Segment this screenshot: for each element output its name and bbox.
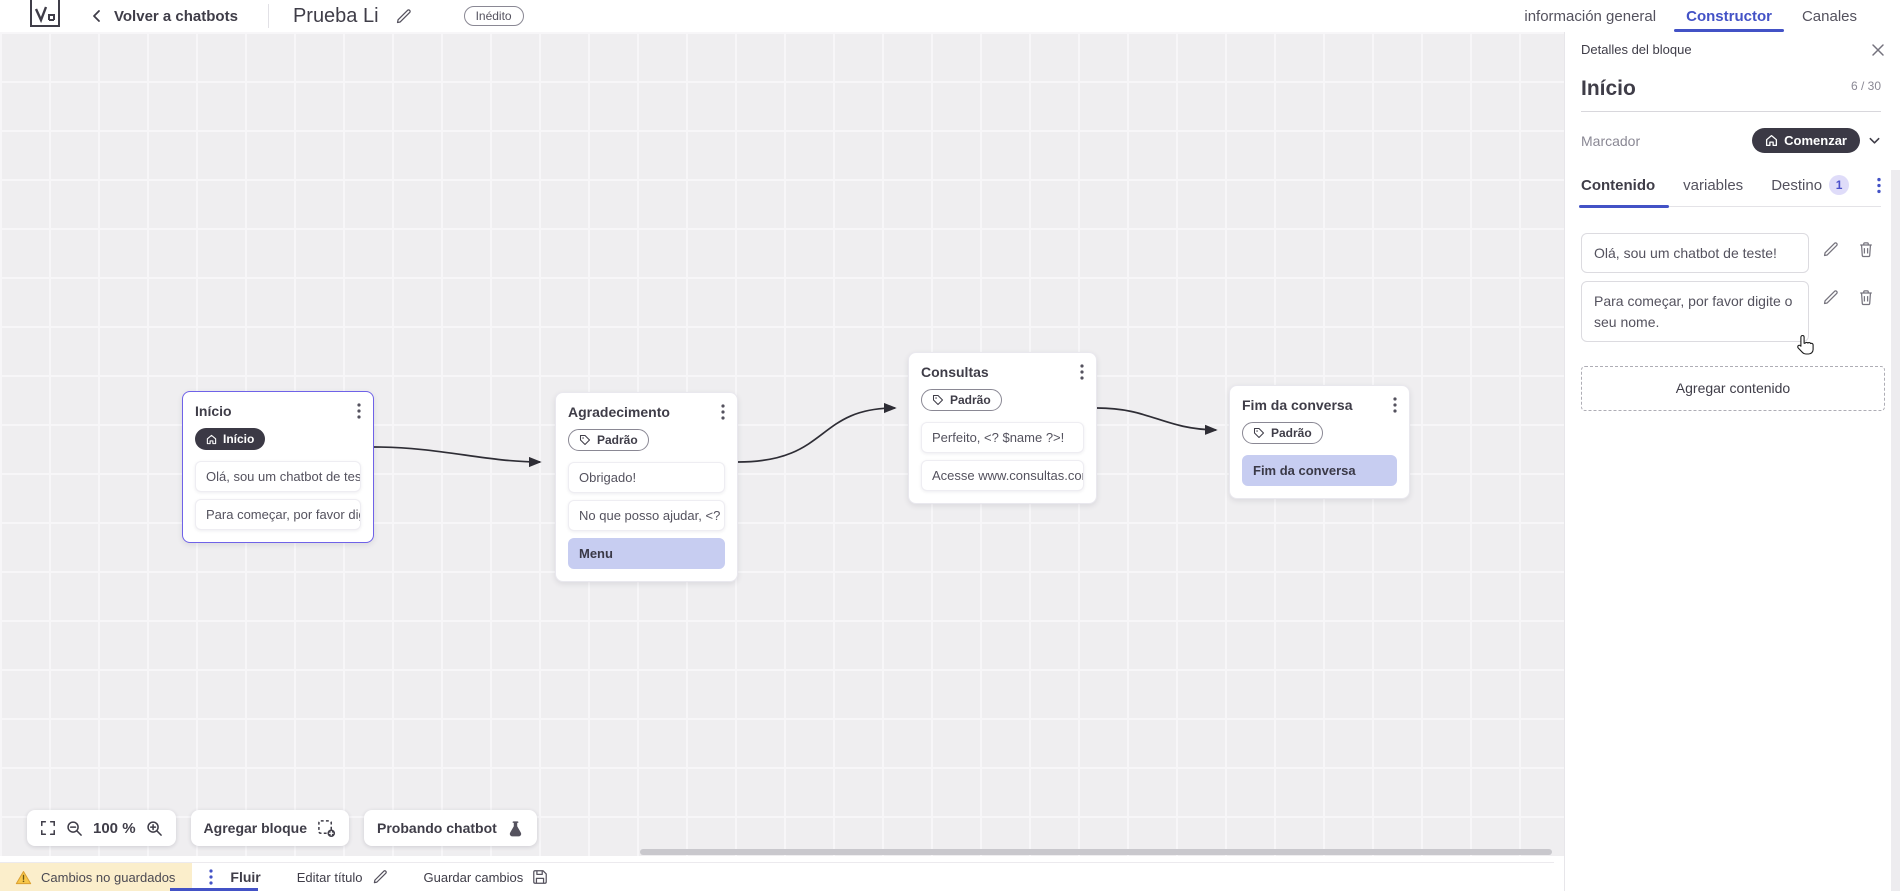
node-badge-default: Padrão <box>1242 422 1323 444</box>
node-menu-icon[interactable] <box>357 403 361 419</box>
active-tab-underline <box>1579 205 1669 208</box>
flow-canvas[interactable]: Início Início Olá, sou um chatbot de tes… <box>0 32 1564 856</box>
node-title: Fim da conversa <box>1242 397 1353 413</box>
tab-constructor[interactable]: Constructor <box>1674 0 1784 32</box>
node-title: Agradecimento <box>568 404 670 420</box>
bottom-bar: Cambios no guardados Fluir Editar título… <box>0 862 1554 891</box>
panel-title: Detalles del bloque <box>1581 42 1692 57</box>
content-list: Olá, sou um chatbot de teste! Para começ… <box>1581 233 1881 342</box>
node-badge-default: Padrão <box>568 429 649 451</box>
node-content-row[interactable]: Para começar, por favor digite o ... <box>195 499 361 530</box>
zoom-level: 100 % <box>93 819 136 837</box>
content-item: Para começar, por favor digite o seu nom… <box>1581 281 1881 342</box>
status-badge: Inédito <box>463 6 524 26</box>
flow-menu-icon[interactable] <box>209 869 214 885</box>
marker-row: Marcador Comenzar <box>1581 128 1881 153</box>
tab-contenido[interactable]: Contenido <box>1581 176 1656 194</box>
top-bar-left: Volver a chatbots Prueba Li Inédito <box>0 0 524 32</box>
back-label: Volver a chatbots <box>114 7 238 25</box>
close-icon[interactable] <box>1871 43 1885 57</box>
delete-content-icon[interactable] <box>1858 241 1874 258</box>
content-text[interactable]: Para começar, por favor digite o seu nom… <box>1581 281 1809 342</box>
zoom-out-icon[interactable] <box>66 820 83 837</box>
tag-icon <box>932 394 944 406</box>
chevron-left-icon <box>93 10 100 22</box>
node-content-row-menu[interactable]: Menu <box>568 538 725 569</box>
node-content-row[interactable]: No que posso ajudar, <? $name ... <box>568 500 725 531</box>
tag-icon <box>579 434 591 446</box>
chatbot-title: Prueba Li <box>292 4 379 27</box>
warning-icon <box>15 870 32 884</box>
node-content-row[interactable]: Perfeito, <? $name ?>! <box>921 422 1084 453</box>
block-details-panel: Detalles del bloque Início 6 / 30 Marcad… <box>1564 32 1901 891</box>
canvas-controls: 100 % Agregar bloque Probando chatbot <box>27 810 537 846</box>
active-flow-tab-underline <box>170 888 258 891</box>
test-chatbot-button[interactable]: Probando chatbot <box>364 810 537 846</box>
edit-content-icon[interactable] <box>1822 289 1839 306</box>
node-agradecimento[interactable]: Agradecimento Padrão Obrigado! No que po… <box>555 392 738 582</box>
unsaved-label: Cambios no guardados <box>41 869 176 885</box>
tab-fluir[interactable]: Fluir <box>230 869 261 885</box>
marker-select-button[interactable]: Comenzar <box>1752 128 1860 153</box>
node-title: Início <box>195 403 232 419</box>
flask-icon <box>509 820 521 836</box>
node-menu-icon[interactable] <box>1080 364 1084 380</box>
node-inicio[interactable]: Início Início Olá, sou um chatbot de tes… <box>182 391 374 543</box>
panel-tabs: Contenido variables Destino 1 <box>1579 169 1881 208</box>
add-content-button[interactable]: Agregar contenido <box>1581 365 1885 411</box>
node-content-row-end[interactable]: Fim da conversa <box>1242 455 1397 486</box>
tab-variables[interactable]: variables <box>1683 176 1744 194</box>
panel-body: Início 6 / 30 Marcador Comenzar Contenid… <box>1565 65 1901 411</box>
add-block-button[interactable]: Agregar bloque <box>190 810 350 846</box>
node-content-row[interactable]: Acesse www.consultas.com par... <box>921 460 1084 491</box>
tab-destino[interactable]: Destino 1 <box>1771 175 1850 195</box>
pencil-icon <box>373 870 387 884</box>
marker-label: Marcador <box>1581 132 1641 149</box>
tab-informacion-general[interactable]: información general <box>1524 7 1657 25</box>
topbar-divider <box>267 4 269 28</box>
node-menu-icon[interactable] <box>721 404 725 420</box>
node-content-row[interactable]: Obrigado! <box>568 462 725 493</box>
save-changes-button[interactable]: Guardar cambios <box>424 869 549 885</box>
delete-content-icon[interactable] <box>1858 289 1874 306</box>
fit-screen-icon[interactable] <box>40 820 56 836</box>
block-name-value: Início <box>1581 77 1636 100</box>
top-bar: Volver a chatbots Prueba Li Inédito info… <box>0 0 1901 32</box>
unsaved-changes-indicator: Cambios no guardados <box>0 863 193 891</box>
home-icon <box>206 434 217 444</box>
app-logo-icon <box>30 0 60 27</box>
panel-header: Detalles del bloque <box>1565 32 1901 65</box>
edit-title-icon[interactable] <box>395 8 412 25</box>
chevron-down-icon[interactable] <box>1868 134 1881 147</box>
character-counter: 6 / 30 <box>1850 79 1881 93</box>
edit-content-icon[interactable] <box>1822 241 1839 258</box>
save-icon <box>533 870 548 884</box>
node-content-row[interactable]: Olá, sou um chatbot de teste! <box>195 461 361 492</box>
node-consultas[interactable]: Consultas Padrão Perfeito, <? $name ?>! … <box>908 352 1097 504</box>
node-title: Consultas <box>921 364 989 380</box>
destino-count-badge: 1 <box>1829 175 1850 195</box>
add-block-icon <box>318 819 336 837</box>
home-icon <box>1766 134 1778 147</box>
horizontal-scrollbar-thumb[interactable] <box>640 849 1552 855</box>
zoom-in-icon[interactable] <box>146 820 163 837</box>
main-nav-tabs: información general Constructor Canales <box>1524 0 1857 32</box>
edit-title-button[interactable]: Editar título <box>297 869 388 885</box>
block-name-field[interactable]: Início 6 / 30 <box>1581 77 1881 112</box>
node-badge-default: Padrão <box>921 389 1002 411</box>
node-badge-start: Início <box>195 428 266 450</box>
zoom-controls: 100 % <box>27 810 176 846</box>
node-fim-da-conversa[interactable]: Fim da conversa Padrão Fim da conversa <box>1229 385 1410 499</box>
tag-icon <box>1253 427 1265 439</box>
tab-canales[interactable]: Canales <box>1801 7 1857 25</box>
back-to-chatbots-button[interactable]: Volver a chatbots <box>90 8 238 25</box>
node-menu-icon[interactable] <box>1393 397 1397 413</box>
panel-scrollbar-track[interactable] <box>1891 170 1900 891</box>
panel-menu-icon[interactable] <box>1877 177 1881 194</box>
content-text[interactable]: Olá, sou um chatbot de teste! <box>1581 233 1809 274</box>
content-item: Olá, sou um chatbot de teste! <box>1581 233 1881 274</box>
